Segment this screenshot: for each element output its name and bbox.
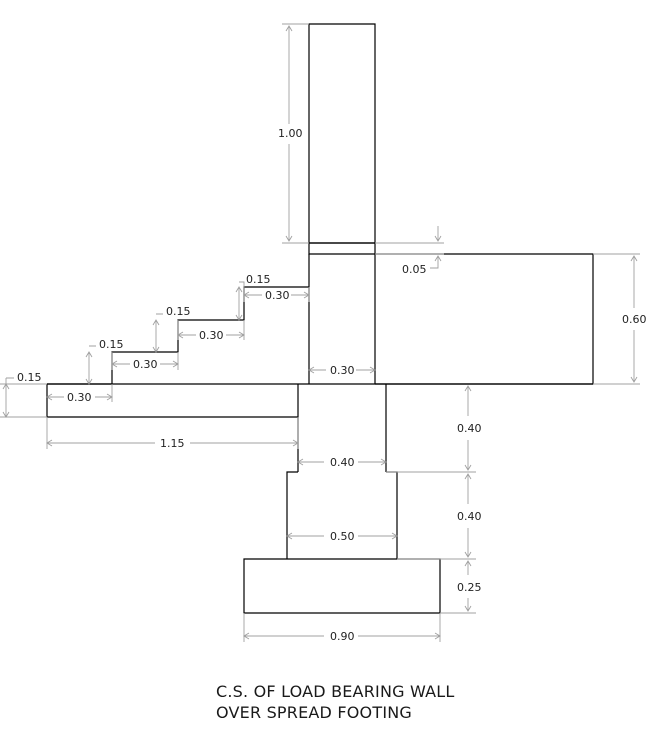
drawing-caption: C.S. OF LOAD BEARING WALL OVER SPREAD FO… (216, 681, 455, 723)
dim-bottom-tread: 0.30 (67, 391, 92, 404)
dim-step1-rise: 0.15 (99, 338, 124, 351)
dim-bottom-rise: 0.15 (17, 371, 42, 384)
dimension-lines (0, 23, 640, 642)
dim-step2-tread: 0.30 (199, 329, 224, 342)
caption-line-2: OVER SPREAD FOOTING (216, 703, 413, 722)
wall-joint-band (308, 242, 376, 255)
dim-step3-rise: 0.15 (246, 273, 271, 286)
dimension-labels: 1.00 0.05 0.60 0.30 0.15 0.30 0.15 0.30 … (17, 127, 647, 643)
dim-wall-height: 1.00 (278, 127, 303, 140)
dim-step3-tread: 0.30 (265, 289, 290, 302)
dim-footing-width: 0.90 (330, 630, 355, 643)
dim-column-height: 0.40 (457, 422, 482, 435)
dim-step1-tread: 0.30 (133, 358, 158, 371)
structure-outline (46, 23, 594, 614)
dim-step2-rise: 0.15 (166, 305, 191, 318)
landing-slab (46, 384, 299, 418)
dim-footing-height: 0.25 (457, 581, 482, 594)
dim-wall-gap: 0.05 (402, 263, 427, 276)
footing (243, 558, 441, 614)
dim-pedestal-height: 0.40 (457, 510, 482, 523)
dim-wall-width: 0.30 (330, 364, 355, 377)
dim-column-width: 0.40 (330, 456, 355, 469)
pedestal (286, 471, 398, 559)
caption-line-1: C.S. OF LOAD BEARING WALL (216, 682, 455, 701)
dim-pedestal-width: 0.50 (330, 530, 355, 543)
wall-lower (308, 254, 376, 384)
dim-landing-length: 1.15 (160, 437, 185, 450)
wall-upper (308, 23, 376, 244)
dim-slab-depth: 0.60 (622, 313, 647, 326)
